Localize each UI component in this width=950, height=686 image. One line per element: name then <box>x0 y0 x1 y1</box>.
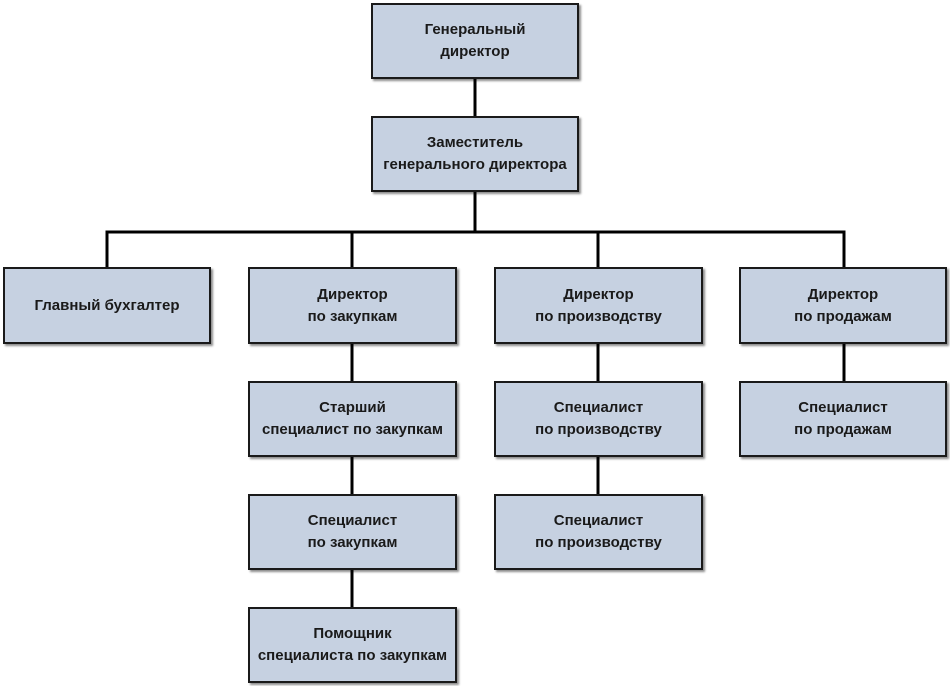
node-sales-specialist-label: Специалист по продажам <box>794 399 892 438</box>
node-senior-purchasing-specialist-label: Старший специалист по закупкам <box>262 399 443 438</box>
node-purchasing-specialist-label: Специалист по закупкам <box>307 512 398 551</box>
node-deputy-label: Заместитель генерального директора <box>383 134 567 173</box>
node-deputy: Заместитель генерального директора <box>371 116 579 192</box>
node-production-specialist-2: Специалист по производству <box>494 494 703 570</box>
node-dir-sales: Директор по продажам <box>739 267 947 344</box>
node-dir-purchasing-label: Директор по закупкам <box>307 285 398 325</box>
node-production-specialist-1: Специалист по производству <box>494 381 703 457</box>
node-dir-production-label: Директор по производству <box>535 285 662 325</box>
node-sales-specialist: Специалист по продажам <box>739 381 947 457</box>
node-dir-purchasing: Директор по закупкам <box>248 267 457 344</box>
node-production-specialist-2-label: Специалист по производству <box>535 512 662 551</box>
node-production-specialist-1-label: Специалист по производству <box>535 399 662 438</box>
node-purchasing-assistant: Помощник специалиста по закупкам <box>248 607 457 683</box>
node-purchasing-assistant-label: Помощник специалиста по закупкам <box>257 625 448 664</box>
node-dir-production: Директор по производству <box>494 267 703 344</box>
node-senior-purchasing-specialist: Старший специалист по закупкам <box>248 381 457 457</box>
node-ceo-label: Генеральный директор <box>424 21 526 60</box>
node-ceo: Генеральный директор <box>371 3 579 79</box>
node-chief-accountant-label: Главный бухгалтер <box>34 296 180 314</box>
node-dir-sales-label: Директор по продажам <box>794 285 892 325</box>
node-chief-accountant: Главный бухгалтер <box>3 267 211 344</box>
node-purchasing-specialist: Специалист по закупкам <box>248 494 457 570</box>
